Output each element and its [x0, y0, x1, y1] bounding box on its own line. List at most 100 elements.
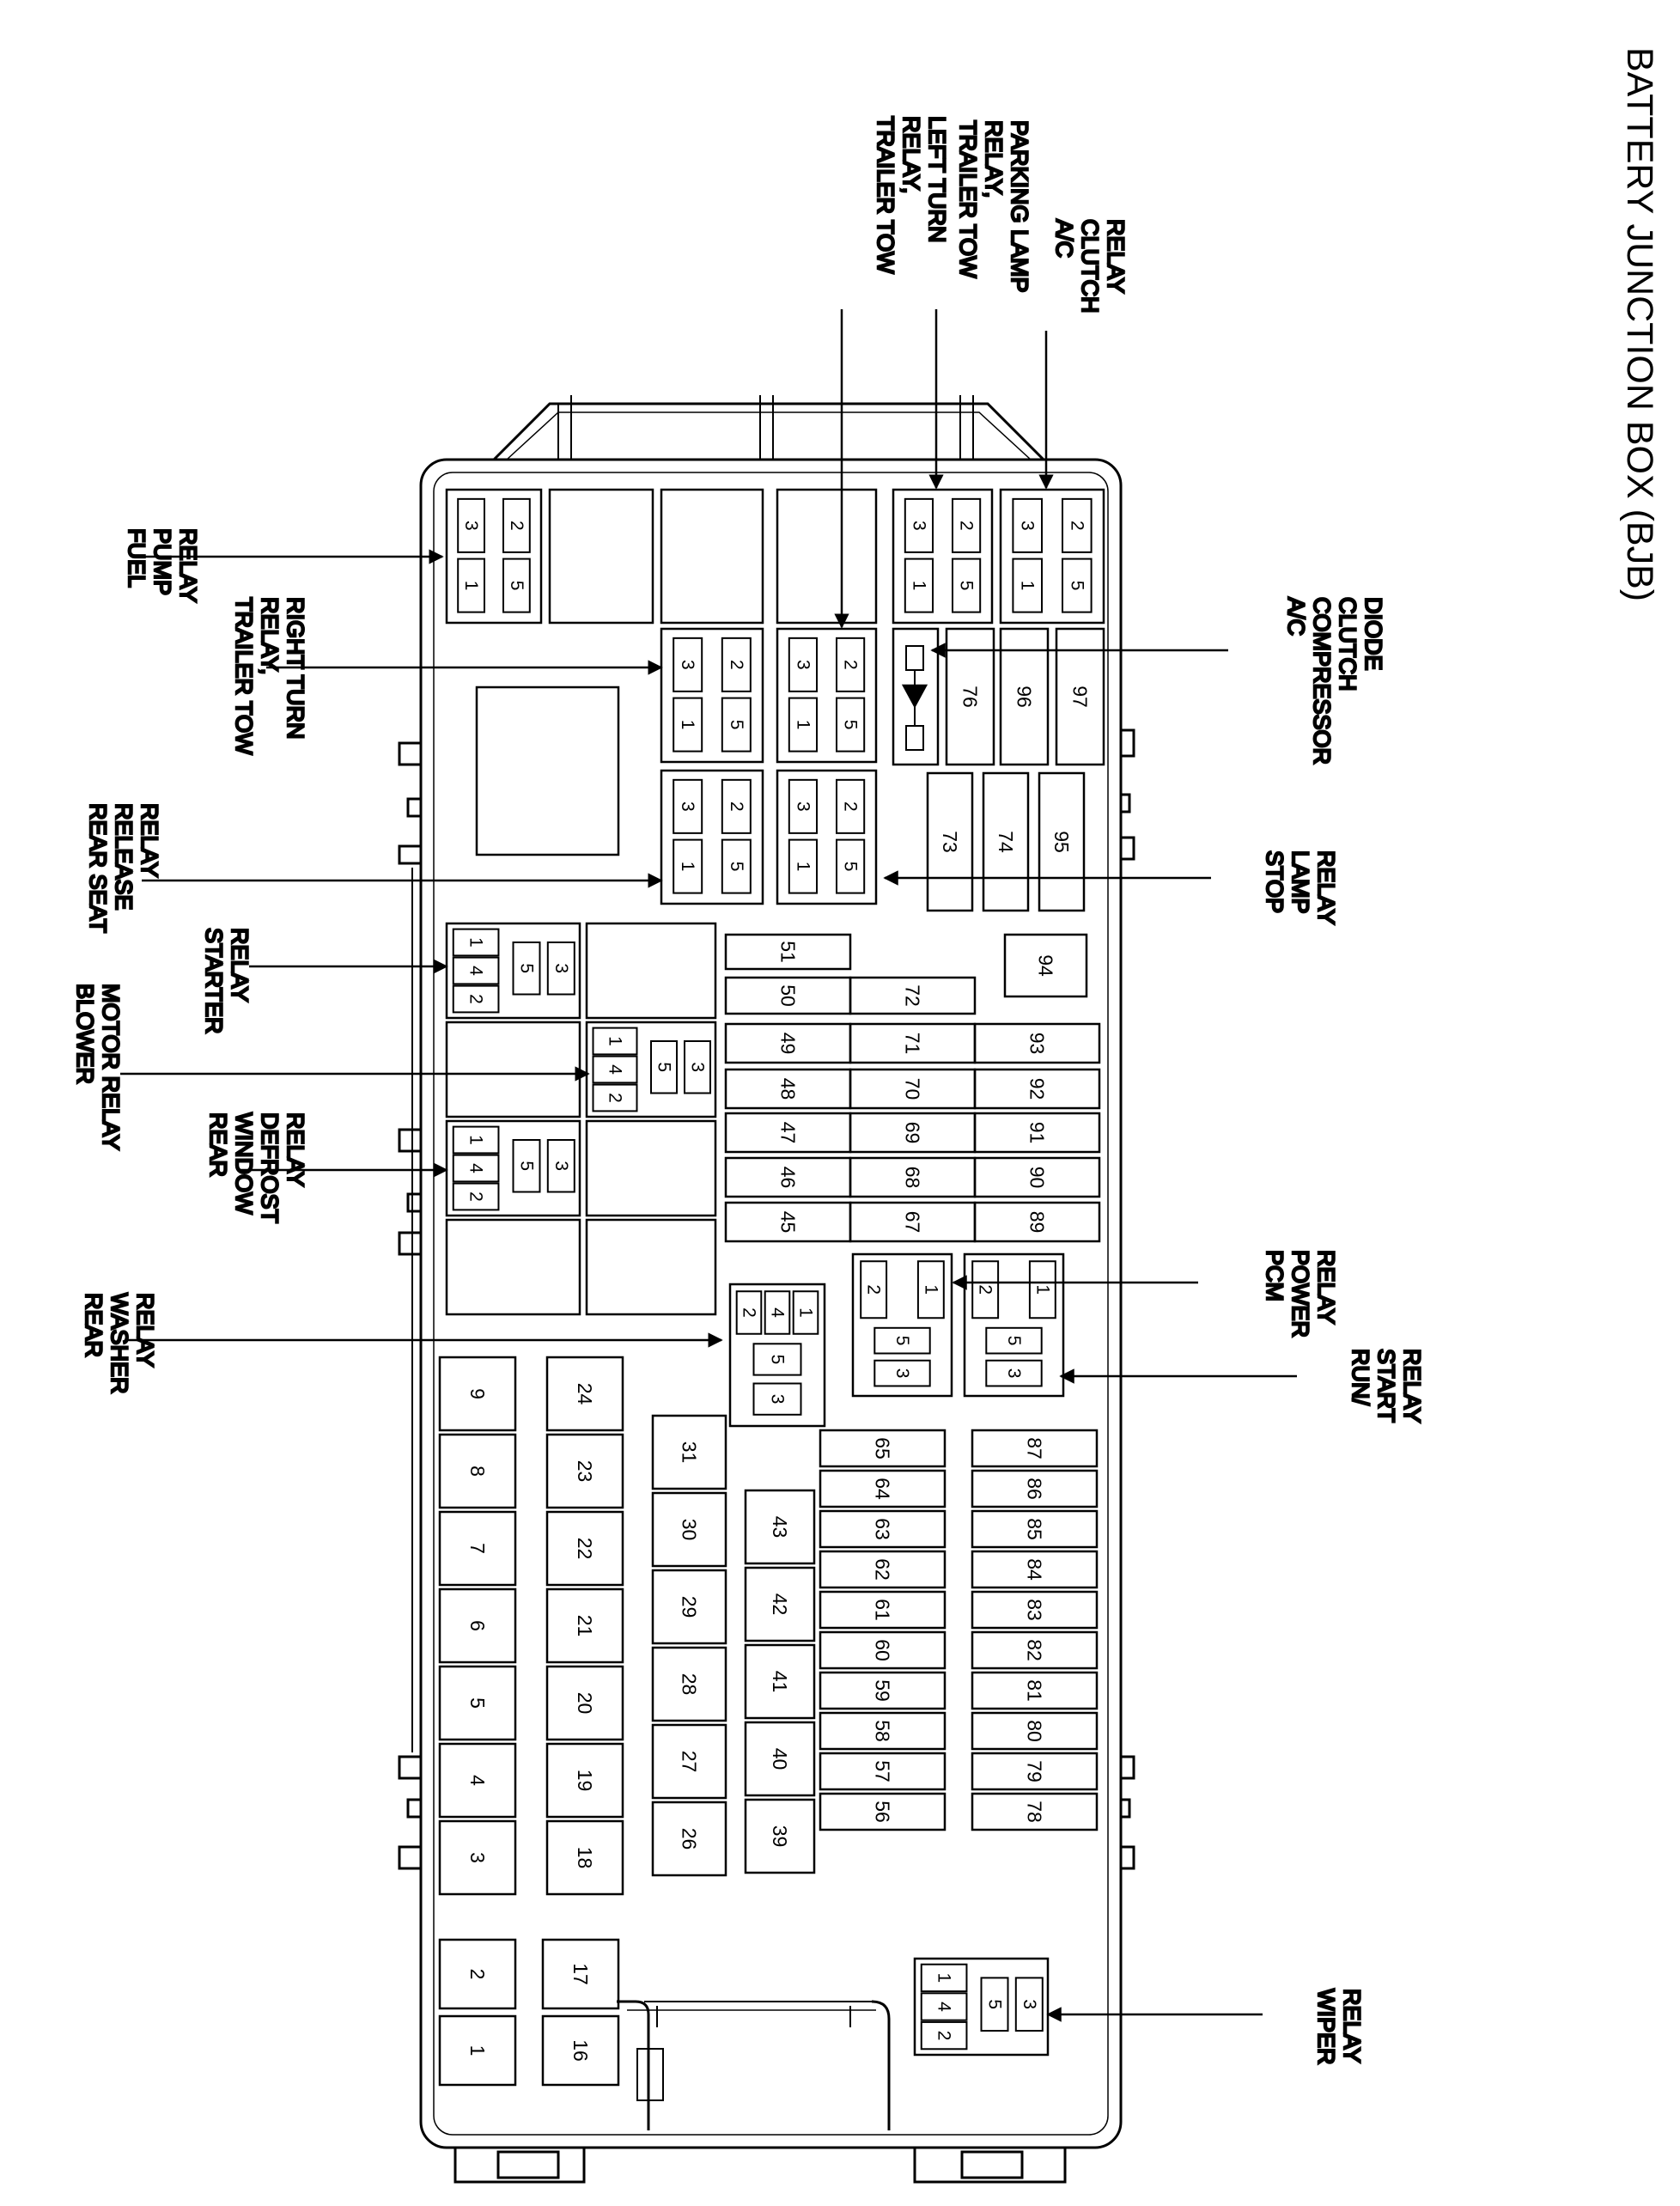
relay-pin [788, 697, 818, 753]
relay-pin [684, 1040, 711, 1094]
fuse-3 [438, 1819, 517, 1896]
pin-label: 2 [740, 1307, 759, 1318]
relay-pin [650, 1040, 678, 1094]
relay-pin [985, 1359, 1043, 1387]
relay-pin [1012, 558, 1044, 613]
relay-pin [452, 956, 500, 985]
pin-label: 3 [688, 1062, 708, 1072]
relay-pin [457, 558, 486, 613]
fuse-40 [744, 1721, 816, 1797]
fuse-label: 91 [1026, 1122, 1049, 1144]
fuse-86 [971, 1469, 1099, 1508]
pin-label: 1 [1018, 581, 1038, 591]
fuse-42 [744, 1566, 816, 1642]
fuse-label: 93 [1026, 1033, 1049, 1055]
relay-slot-empty [548, 488, 654, 625]
fuse-59 [819, 1671, 947, 1710]
relay-pin [792, 1290, 819, 1335]
fuse-84 [971, 1550, 1099, 1589]
relay-pin [904, 497, 934, 553]
fuse-label: 58 [872, 1720, 894, 1742]
relay-pin [752, 1343, 802, 1376]
fuse-label: 87 [1024, 1437, 1046, 1459]
fuse-label: 70 [902, 1078, 924, 1100]
fuse-19 [545, 1742, 624, 1819]
fuse-74 [982, 771, 1030, 912]
fuse-label: 96 [1013, 686, 1036, 708]
fuse-91 [973, 1112, 1101, 1154]
fuse-label: 59 [872, 1679, 894, 1702]
pin-label: 2 [976, 1284, 995, 1295]
fuse-78 [971, 1792, 1099, 1831]
fuse-9 [438, 1356, 517, 1432]
fuse-label: 86 [1024, 1478, 1046, 1500]
pin-label: 5 [841, 720, 861, 730]
trailer-tow-left-turn-relay [776, 627, 878, 764]
fuse-label: 92 [1026, 1078, 1049, 1100]
callout-labels: FUEL PUMP RELAY TRAILER TOW RELAY, RIGHT… [71, 115, 1427, 2071]
fuse-83 [971, 1590, 1099, 1630]
fuse-label: 84 [1024, 1558, 1046, 1581]
fuse-label: 97 [1069, 686, 1092, 708]
relay-pin [764, 1290, 791, 1335]
relay-pin [1028, 1260, 1056, 1319]
pin-label: 2 [957, 521, 977, 531]
pin-label: 1 [793, 862, 813, 872]
relay-pin [457, 497, 486, 553]
fuse-26 [651, 1801, 727, 1877]
fuse-81 [971, 1671, 1099, 1710]
relay-pin [1062, 497, 1093, 553]
relay-pin [952, 497, 982, 553]
fuse-label: 8 [466, 1466, 489, 1477]
label-trailer-tow-parking-lamp: TRAILER TOW RELAY, PARKING LAMP [955, 120, 1032, 293]
pin-label: 3 [793, 660, 813, 670]
relay-pin [673, 697, 703, 753]
pin-label: 2 [466, 1191, 486, 1202]
fuse-29 [651, 1569, 727, 1645]
fuse-96 [999, 627, 1050, 766]
relay-pin [1062, 558, 1093, 613]
fuse-28 [651, 1646, 727, 1722]
fuse-label: 79 [1024, 1760, 1046, 1782]
fuse-label: 26 [679, 1828, 701, 1850]
fuse-41 [744, 1643, 816, 1720]
fuse-label: 7 [466, 1543, 489, 1554]
pin-label: 5 [517, 963, 537, 973]
trailer-tow-parking-lamp-relay [892, 488, 994, 625]
relay-pin [673, 778, 703, 834]
run-start-relay [963, 1252, 1065, 1398]
fuse-label: 94 [1035, 954, 1057, 977]
pin-label: 5 [727, 862, 746, 872]
stop-lamp-relay [776, 769, 878, 905]
fuse-label: 80 [1024, 1720, 1046, 1742]
relay-slot-empty [776, 488, 878, 625]
pin-label: 1 [921, 1284, 940, 1295]
fuse-label: 51 [777, 941, 800, 963]
label-starter-relay: STARTER RELAY [201, 928, 253, 1040]
trailer-tow-right-turn-relay [660, 627, 764, 764]
relay-slot-empty [585, 1119, 717, 1217]
relay-pin [1014, 1977, 1044, 2032]
relay-pin [452, 1182, 500, 1211]
fuse-4 [438, 1742, 517, 1819]
pin-label: 4 [768, 1307, 788, 1318]
relay-pin [836, 697, 866, 753]
relay-pin [546, 942, 575, 996]
fuse-76 [945, 627, 995, 766]
fuse-label: 20 [574, 1692, 596, 1715]
pin-label: 2 [841, 660, 861, 670]
fuse-39 [744, 1798, 816, 1874]
pin-label: 2 [1067, 521, 1087, 531]
fuse-label: 30 [679, 1519, 701, 1541]
pin-label: 1 [1032, 1284, 1052, 1295]
label-wiper-relay: WIPER RELAY [1313, 1989, 1365, 2071]
fuse-label: 45 [777, 1211, 800, 1234]
ac-compressor-diode [892, 627, 940, 766]
fuse-label: 76 [959, 686, 982, 708]
fuse-label: 23 [574, 1460, 596, 1483]
relay-pin [1012, 497, 1044, 553]
pin-label: 3 [1018, 521, 1038, 531]
relay-pin [916, 1260, 945, 1319]
fuse-label: 49 [777, 1033, 800, 1055]
relay-pin [788, 778, 818, 834]
